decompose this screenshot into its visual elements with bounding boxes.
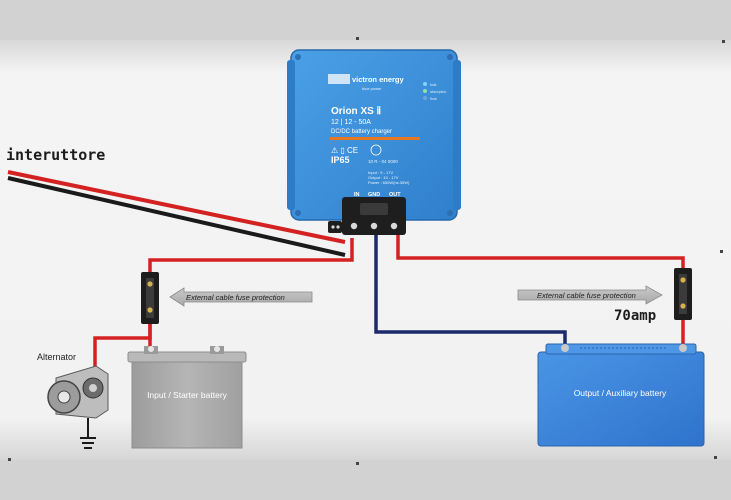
device-subtitle: DC/DC battery charger (331, 129, 392, 135)
led-absorption-label: absorption (430, 90, 446, 94)
spec-power: Power : 650W(hs:35W) (368, 180, 410, 185)
led-bulk-label: bulk (430, 83, 437, 87)
aux-negative-terminal (561, 344, 569, 352)
fuse-callout-right: External cable fuse protection (517, 285, 663, 305)
device-model: Orion XS ⅱ (331, 105, 381, 117)
terminal-gnd-label: GND (368, 192, 380, 198)
remote-connector (328, 221, 342, 233)
fuse-label-left: External cable fuse protection (186, 293, 285, 302)
starter-battery-label: Input / Starter battery (147, 390, 228, 400)
switch-red-wire (7, 170, 346, 244)
device-rating: 12 | 12 - 50A (331, 119, 371, 126)
led-float-label: float (430, 97, 437, 101)
orange-stripe (330, 137, 420, 140)
alternator (47, 365, 109, 449)
device-ip-rating: IP65 (331, 155, 350, 165)
fuse-holder-right (674, 268, 692, 320)
terminal-in-label: IN (354, 192, 360, 198)
aux-battery-label: Output / Auxiliary battery (574, 388, 667, 398)
resize-handle-top[interactable] (356, 37, 359, 40)
starter-battery: Input / Starter battery (127, 346, 247, 449)
arrow-right-icon (517, 285, 663, 305)
resize-handle-bottom-left[interactable] (8, 458, 11, 461)
resize-handle-top-right[interactable] (722, 40, 725, 43)
aux-positive-terminal (679, 344, 687, 352)
spec-input: Input : 9 - 17V (368, 170, 393, 175)
led-absorption-icon (423, 89, 427, 93)
terminal-gnd-screw-icon (370, 222, 378, 230)
victron-logo-icon (328, 74, 350, 84)
resize-handle-bottom[interactable] (356, 462, 359, 465)
fuse-holder-left (141, 272, 159, 324)
alternator-label: Alternator (37, 352, 76, 362)
led-bulk-icon (423, 82, 427, 86)
cert-icons: ⚠ ▯ CE (331, 146, 358, 155)
ex-mark-icon (370, 144, 382, 156)
orion-charger: victron energy blue power bulk absorptio… (287, 49, 461, 221)
ground-symbol-icon (80, 437, 96, 449)
resize-handle-bottom-right[interactable] (714, 456, 717, 459)
terminal-block (328, 197, 406, 235)
fuse-label-right: External cable fuse protection (537, 291, 636, 300)
brand-sub: blue power (362, 86, 382, 91)
resize-handle-right[interactable] (720, 250, 723, 253)
aux-battery: Output / Auxiliary battery (537, 343, 705, 447)
led-float-icon (423, 96, 427, 100)
switch-black-wire (7, 176, 346, 257)
arrow-left-icon (169, 287, 313, 307)
brand-name: victron energy (352, 75, 405, 84)
terminal-in-screw-icon (350, 222, 358, 230)
device-cert: 10 R - 04 0000 (368, 159, 398, 164)
spec-output: Output : 10 - 17V (368, 175, 399, 180)
terminal-out-screw-icon (390, 222, 398, 230)
ground-wire (374, 232, 567, 348)
terminal-out-label: OUT (389, 192, 401, 198)
switch-label: interuttore (6, 146, 105, 164)
fuse-callout-left: External cable fuse protection (169, 287, 313, 307)
fuse-amp-label: 70amp (614, 308, 656, 324)
